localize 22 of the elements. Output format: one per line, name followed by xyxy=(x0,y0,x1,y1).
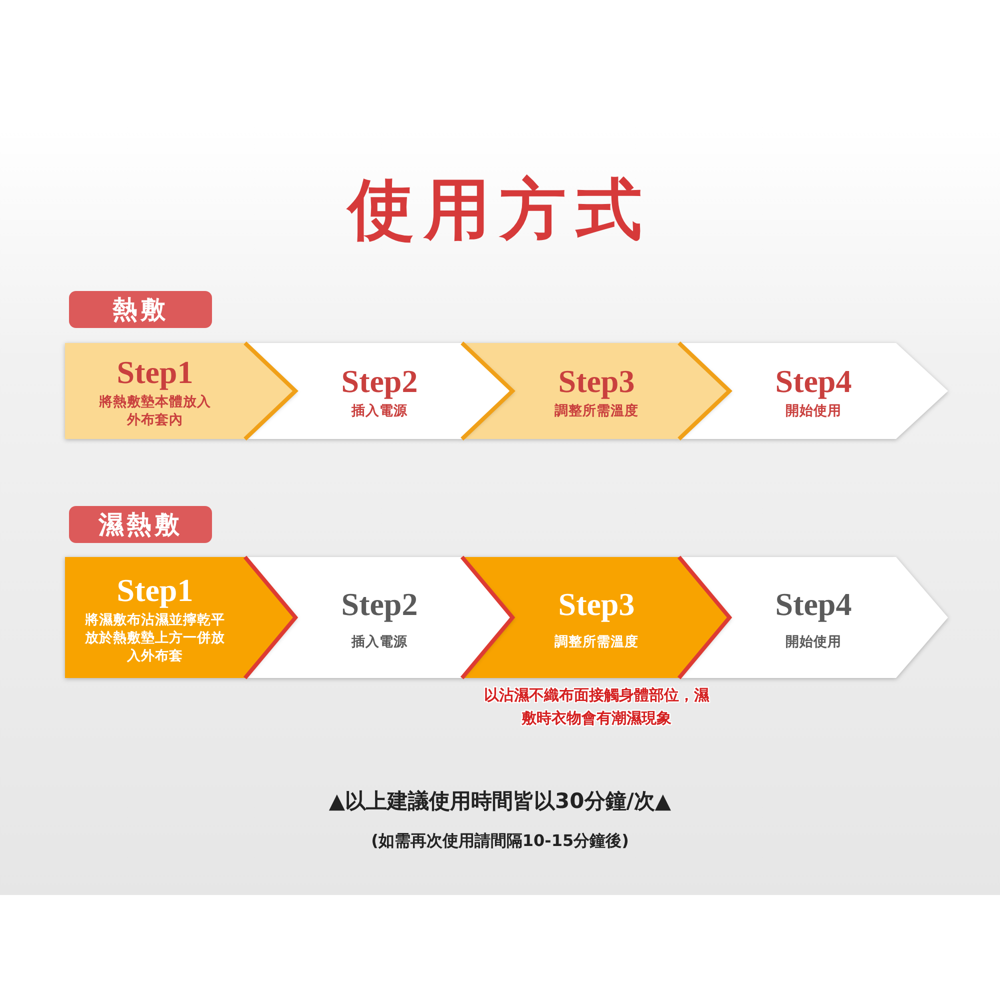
step-description: 將濕敷布沾濕並擰乾平放於熱敷墊上方一併放入外布套 xyxy=(84,610,226,664)
step-description: 插入電源 xyxy=(352,402,408,420)
step-description: 開始使用 xyxy=(786,632,842,650)
warning-note: 以沾濕不織布面接觸身體部位，濕敷時衣物會有潮濕現象 xyxy=(483,685,710,729)
step-heading: Step2 xyxy=(341,584,418,622)
usage-note: ▲以上建議使用時間皆以30分鐘/次▲ xyxy=(328,788,672,815)
title: 使用方式 xyxy=(345,170,653,250)
step-description: 調整所需溫度 xyxy=(554,402,638,420)
footnote: (如需再次使用請間隔10-15分鐘後) xyxy=(370,830,630,852)
step-heading: Step3 xyxy=(558,362,635,400)
step-heading: Step4 xyxy=(775,584,852,622)
section-tag: 熱敷 xyxy=(69,291,212,328)
step-heading: Step2 xyxy=(341,362,418,400)
section-tag: 濕熱敷 xyxy=(69,506,212,543)
step-description: 插入電源 xyxy=(352,632,408,650)
step-heading: Step1 xyxy=(116,353,194,391)
step-heading: Step3 xyxy=(558,584,635,622)
step-description: 調整所需溫度 xyxy=(554,632,638,650)
step-heading: Step4 xyxy=(775,362,852,400)
step-heading: Step1 xyxy=(116,570,194,608)
step-description: 開始使用 xyxy=(786,402,842,420)
step-description: 將熱敷墊本體放入外布套內 xyxy=(98,393,212,429)
